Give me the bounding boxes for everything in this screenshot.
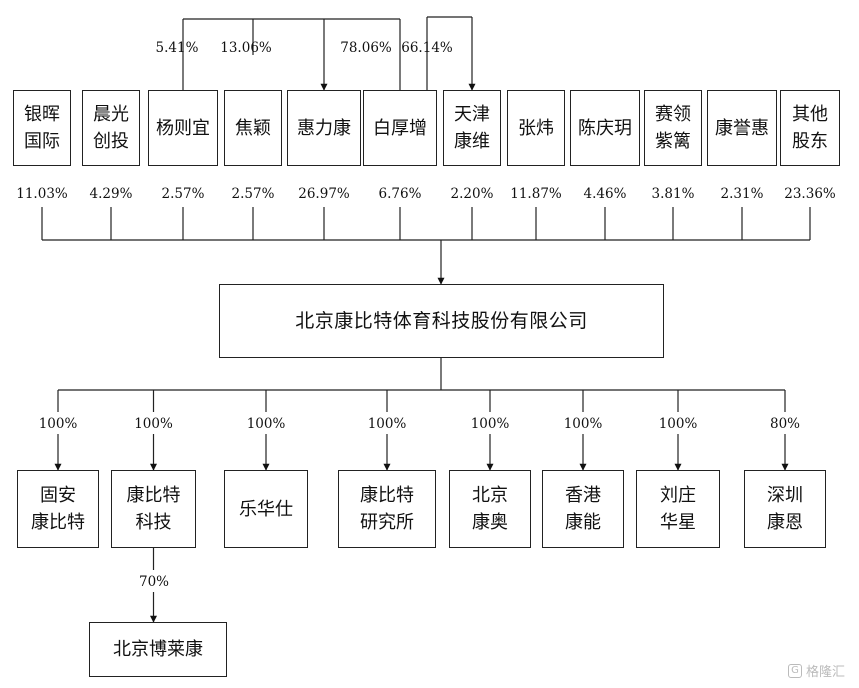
subsidiary-pct: 100% [658, 416, 698, 432]
shareholder-box: 银晖 国际 [13, 90, 71, 166]
shareholder-box: 天津 康维 [443, 90, 501, 166]
top-link-pct: 5.41% [155, 40, 199, 56]
shareholder-box: 其他 股东 [780, 90, 840, 166]
shareholder-pct: 11.87% [510, 186, 562, 202]
subsidiary-pct: 100% [470, 416, 510, 432]
shareholder-pct: 23.36% [784, 186, 836, 202]
subsidiary-box: 香港 康能 [542, 470, 624, 548]
shareholder-pct: 11.03% [16, 186, 68, 202]
shareholder-box: 张炜 [507, 90, 565, 166]
shareholder-pct: 3.81% [651, 186, 695, 202]
top-link-pct: 13.06% [220, 40, 272, 56]
subsidiary-box: 深圳 康恩 [744, 470, 826, 548]
shareholder-box: 杨则宜 [148, 90, 218, 166]
subsidiary-pct: 100% [563, 416, 603, 432]
sub-subsidiary-pct: 70% [138, 574, 170, 590]
shareholder-pct: 2.57% [161, 186, 205, 202]
shareholder-box: 陈庆玥 [570, 90, 640, 166]
shareholder-box: 焦颖 [224, 90, 282, 166]
subsidiary-box: 固安 康比特 [17, 470, 99, 548]
shareholder-box: 康誉惠 [707, 90, 777, 166]
shareholder-pct: 2.20% [450, 186, 494, 202]
subsidiary-pct: 80% [769, 416, 801, 432]
subsidiary-box: 康比特 研究所 [338, 470, 436, 548]
shareholder-pct: 2.57% [231, 186, 275, 202]
shareholder-pct: 4.29% [89, 186, 133, 202]
subsidiary-box: 刘庄 华星 [636, 470, 720, 548]
subsidiary-pct: 100% [246, 416, 286, 432]
subsidiary-box: 康比特 科技 [111, 470, 196, 548]
watermark-text: 格隆汇 [805, 665, 845, 680]
shareholder-box: 赛领 紫篱 [644, 90, 702, 166]
subsidiary-pct: 100% [38, 416, 78, 432]
top-link-pct: 78.06% [340, 40, 392, 56]
subsidiary-pct: 100% [367, 416, 407, 432]
shareholder-box: 晨光 创投 [82, 90, 140, 166]
shareholder-pct: 6.76% [378, 186, 422, 202]
subsidiary-box: 北京 康奥 [449, 470, 531, 548]
shareholder-box: 白厚增 [363, 90, 437, 166]
shareholder-pct: 26.97% [298, 186, 350, 202]
subsidiary-box: 乐华仕 [224, 470, 308, 548]
sub-subsidiary-box: 北京博莱康 [89, 622, 227, 677]
shareholder-pct: 2.31% [720, 186, 764, 202]
shareholder-pct: 4.46% [583, 186, 627, 202]
shareholder-box: 惠力康 [287, 90, 361, 166]
gelonghui-logo-icon: G [787, 663, 802, 678]
top-link-pct: 66.14% [401, 40, 453, 56]
company-box: 北京康比特体育科技股份有限公司 [219, 284, 664, 358]
watermark: G 格隆汇 [787, 661, 845, 680]
subsidiary-pct: 100% [134, 416, 173, 432]
